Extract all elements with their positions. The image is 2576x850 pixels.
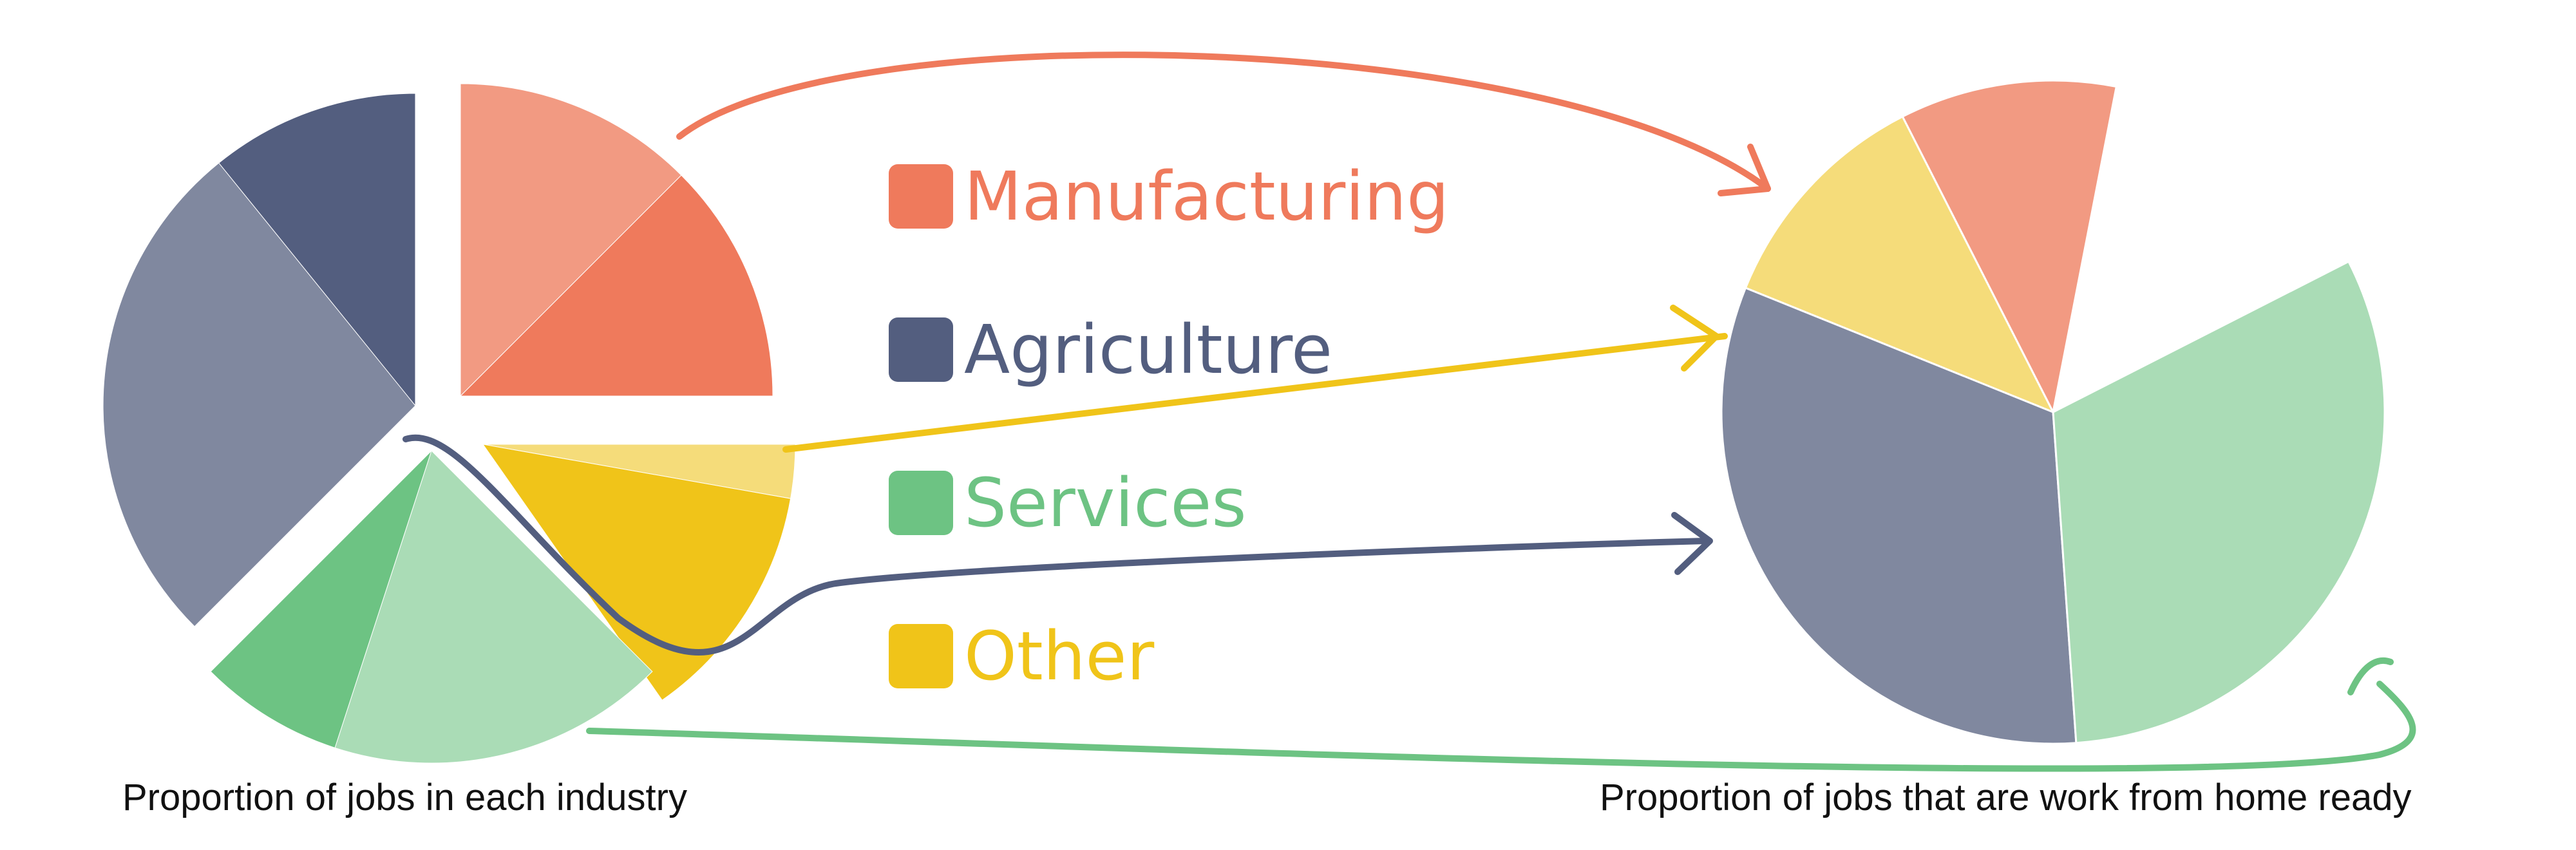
legend-swatch-other: [889, 624, 953, 688]
pie-slice-manufacturing-not-work-from-home-ready: [459, 175, 773, 397]
pie-slice-services: [2052, 260, 2386, 744]
legend-label-manufacturing: Manufacturing: [964, 157, 1449, 236]
legend-swatch-manufacturing: [889, 164, 953, 229]
pie-slice-services-work-from-home-ready: [334, 450, 653, 764]
pie-slice-services-not-work-from-home-ready: [210, 450, 432, 748]
industry-pie-chart: [102, 83, 796, 764]
right-chart-caption: Proportion of jobs that are work from ho…: [1600, 777, 2411, 818]
legend-swatch-services: [889, 471, 953, 535]
legend-swatch-agriculture: [889, 317, 953, 382]
left-chart-caption: Proportion of jobs in each industry: [122, 777, 687, 818]
pie-slice-agriculture-not-work-from-home-ready: [218, 93, 416, 407]
legend-label-agriculture: Agriculture: [964, 310, 1332, 389]
flow-arrow-services: [586, 657, 2416, 772]
pie-slice-agriculture: [1720, 287, 2078, 745]
pie-slice-manufacturing-work-from-home-ready: [460, 83, 682, 397]
work-from-home-pie-chart: [1720, 79, 2386, 745]
flow-arrow-manufacturing: [676, 52, 1771, 196]
pie-slice-other-not-work-from-home-ready: [482, 444, 791, 701]
pie-slice-other: [1744, 115, 2056, 414]
pie-slice-agriculture-work-from-home-ready: [102, 162, 416, 627]
flow-arrow-other: [782, 305, 1728, 453]
flow-arrows: [402, 52, 2416, 772]
legend-label-services: Services: [964, 464, 1247, 542]
pie-slice-manufacturing: [1901, 79, 2118, 415]
legend-label-other: Other: [964, 617, 1155, 695]
flow-arrow-agriculture: [402, 434, 1713, 656]
